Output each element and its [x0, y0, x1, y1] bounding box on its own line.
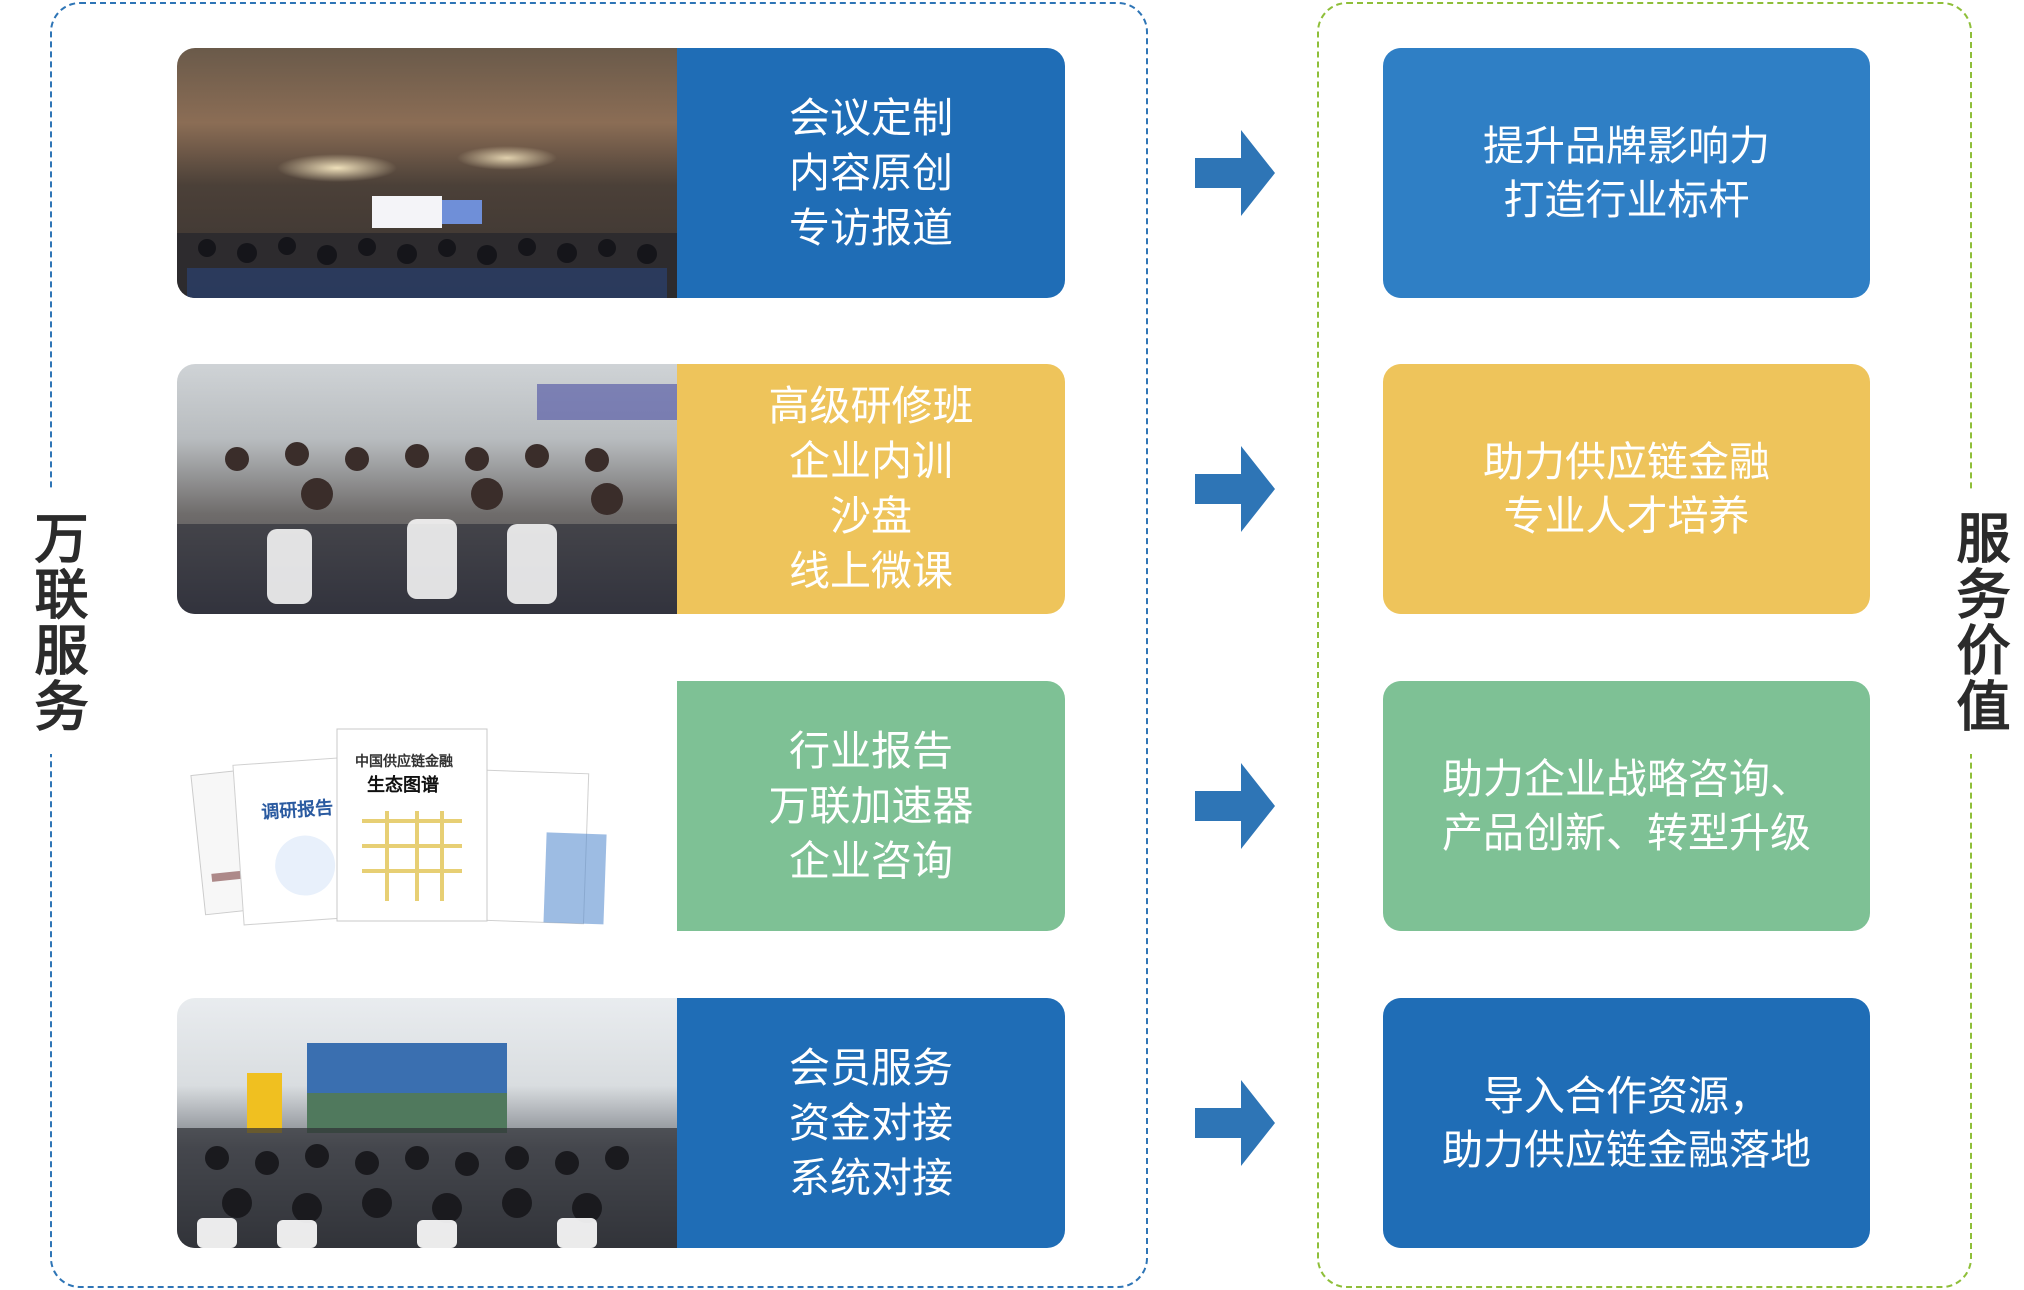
- service-item: 企业内训: [789, 437, 953, 485]
- service-row-1: 会议定制 内容原创 专访报道: [177, 48, 1065, 298]
- right-arrow-icon: [1195, 763, 1275, 849]
- value-line: 助力供应链金融落地: [1442, 1126, 1811, 1174]
- industry-reports-photo: 调研报告 中国供应链金融 生态图谱: [177, 681, 677, 931]
- value-box-1: 提升品牌影响力 打造行业标杆: [1383, 48, 1870, 298]
- value-group-label: 服务价值: [1940, 490, 2016, 754]
- value-line: 助力供应链金融: [1483, 438, 1770, 486]
- member-event-photo: [177, 998, 677, 1248]
- value-box-3: 助力企业战略咨询、 产品创新、转型升级: [1383, 681, 1870, 931]
- value-line: 产品创新、转型升级: [1442, 809, 1811, 857]
- service-item: 企业咨询: [789, 836, 953, 885]
- industry-reports-illustration: 调研报告 中国供应链金融 生态图谱: [190, 728, 607, 926]
- report-left-title: 调研报告: [261, 796, 334, 823]
- service-item: 沙盘: [830, 492, 912, 540]
- service-item: 行业报告: [789, 726, 953, 775]
- conference-hall-illustration: [177, 196, 677, 298]
- training-class-photo: [177, 364, 677, 614]
- service-item: 会议定制: [789, 93, 953, 142]
- service-item: 资金对接: [789, 1098, 953, 1147]
- member-event-illustration: [177, 1043, 677, 1248]
- right-arrow-icon: [1195, 1080, 1275, 1166]
- report-main-title: 中国供应链金融: [355, 753, 453, 770]
- value-line: 打造行业标杆: [1503, 176, 1750, 224]
- right-arrow-icon: [1195, 130, 1275, 216]
- report-main-subtitle: 生态图谱: [367, 774, 439, 796]
- service-item: 系统对接: [789, 1153, 953, 1202]
- services-box-1: 会议定制 内容原创 专访报道: [677, 48, 1065, 298]
- value-box-4: 导入合作资源， 助力供应链金融落地: [1383, 998, 1870, 1248]
- value-line: 提升品牌影响力: [1483, 122, 1770, 170]
- service-row-2: 高级研修班 企业内训 沙盘 线上微课: [177, 364, 1065, 614]
- service-item: 内容原创: [789, 148, 953, 197]
- service-row-4: 会员服务 资金对接 系统对接: [177, 998, 1065, 1248]
- services-group-label: 万联服务: [18, 490, 94, 754]
- service-item: 高级研修班: [768, 382, 974, 430]
- service-item: 线上微课: [789, 547, 953, 595]
- services-box-3: 行业报告 万联加速器 企业咨询: [677, 681, 1065, 931]
- value-line: 助力企业战略咨询、: [1442, 755, 1811, 803]
- value-box-2: 助力供应链金融 专业人才培养: [1383, 364, 1870, 614]
- service-row-3: 调研报告 中国供应链金融 生态图谱 行业报告 万联加速器 企业咨询: [177, 681, 1065, 931]
- training-class-illustration: [177, 384, 677, 614]
- value-line: 导入合作资源，: [1483, 1072, 1770, 1120]
- value-line: 专业人才培养: [1503, 492, 1750, 540]
- service-item: 万联加速器: [768, 781, 974, 830]
- service-item: 专访报道: [789, 203, 953, 252]
- services-box-4: 会员服务 资金对接 系统对接: [677, 998, 1065, 1248]
- conference-hall-photo: [177, 48, 677, 298]
- service-item: 会员服务: [789, 1043, 953, 1092]
- services-box-2: 高级研修班 企业内训 沙盘 线上微课: [677, 364, 1065, 614]
- right-arrow-icon: [1195, 446, 1275, 532]
